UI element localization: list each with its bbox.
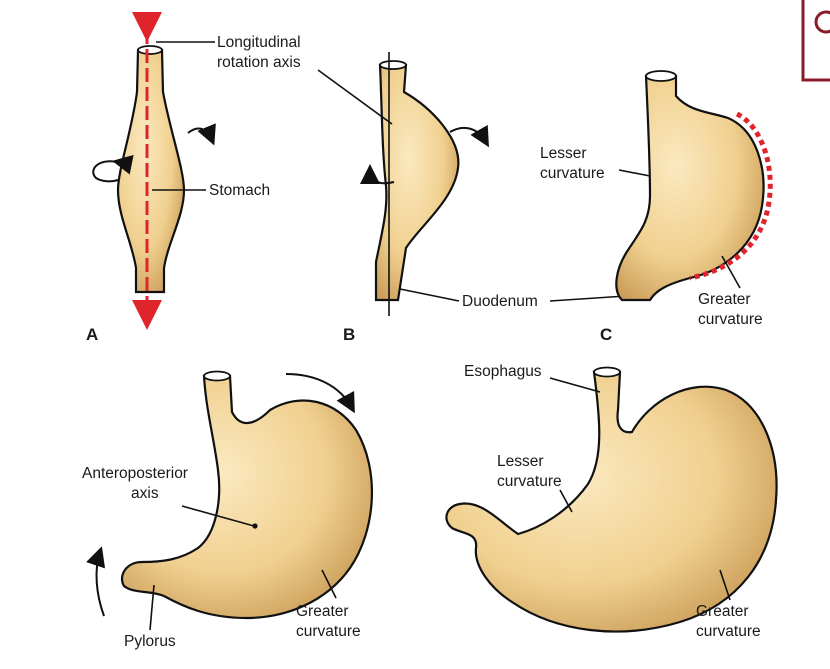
- panel-c: [615, 70, 773, 302]
- label-pylorus: Pylorus: [124, 633, 176, 650]
- rotation-arrow-left-d: [86, 546, 106, 617]
- label-longitudinal-line1: Longitudinal: [217, 34, 301, 51]
- label-greater-d-line1: Greater: [296, 603, 349, 620]
- rotation-arrow-left-a: [92, 154, 134, 183]
- anteroposterior-axis-dot: [252, 523, 258, 529]
- panel-b: [317, 52, 489, 316]
- label-lesser-c-line2: curvature: [540, 165, 605, 182]
- stomach-tube-a: [116, 48, 186, 294]
- stomach-c: [615, 74, 765, 302]
- label-duodenum: Duodenum: [462, 293, 538, 310]
- panel-e: [445, 366, 778, 633]
- rotation-arrow-left-b: [360, 164, 395, 185]
- label-longitudinal-line2: rotation axis: [217, 54, 301, 71]
- label-lesser-e-line1: Lesser: [497, 453, 544, 470]
- corner-badge: [801, 0, 830, 82]
- panel-d: [86, 370, 374, 631]
- panel-letter-b: B: [343, 325, 355, 344]
- stomach-d: [120, 374, 374, 620]
- label-greater-c-line1: Greater: [698, 291, 751, 308]
- label-greater-d-line2: curvature: [296, 623, 361, 640]
- panel-a: [92, 12, 216, 330]
- label-anteroposterior-line1: Anteroposterior: [82, 465, 188, 482]
- label-esophagus: Esophagus: [464, 363, 542, 380]
- label-lesser-c-line1: Lesser: [540, 145, 587, 162]
- stomach-e: [445, 370, 778, 633]
- rotation-arrow-right-b: [449, 124, 489, 148]
- rotation-arrow-right-d: [285, 373, 355, 414]
- panel-letter-c: C: [600, 325, 612, 344]
- label-lesser-e-line2: curvature: [497, 473, 562, 490]
- greater-curvature-red-dots: [689, 111, 773, 281]
- stomach-tube-b: [374, 63, 460, 302]
- label-greater-e-line1: Greater: [696, 603, 749, 620]
- label-greater-c-line2: curvature: [698, 311, 763, 328]
- panel-letter-a: A: [86, 325, 98, 344]
- label-stomach: Stomach: [209, 182, 270, 199]
- label-greater-e-line2: curvature: [696, 623, 761, 640]
- label-anteroposterior-line2: axis: [131, 485, 159, 502]
- rotation-arrow-right-a: [187, 123, 216, 146]
